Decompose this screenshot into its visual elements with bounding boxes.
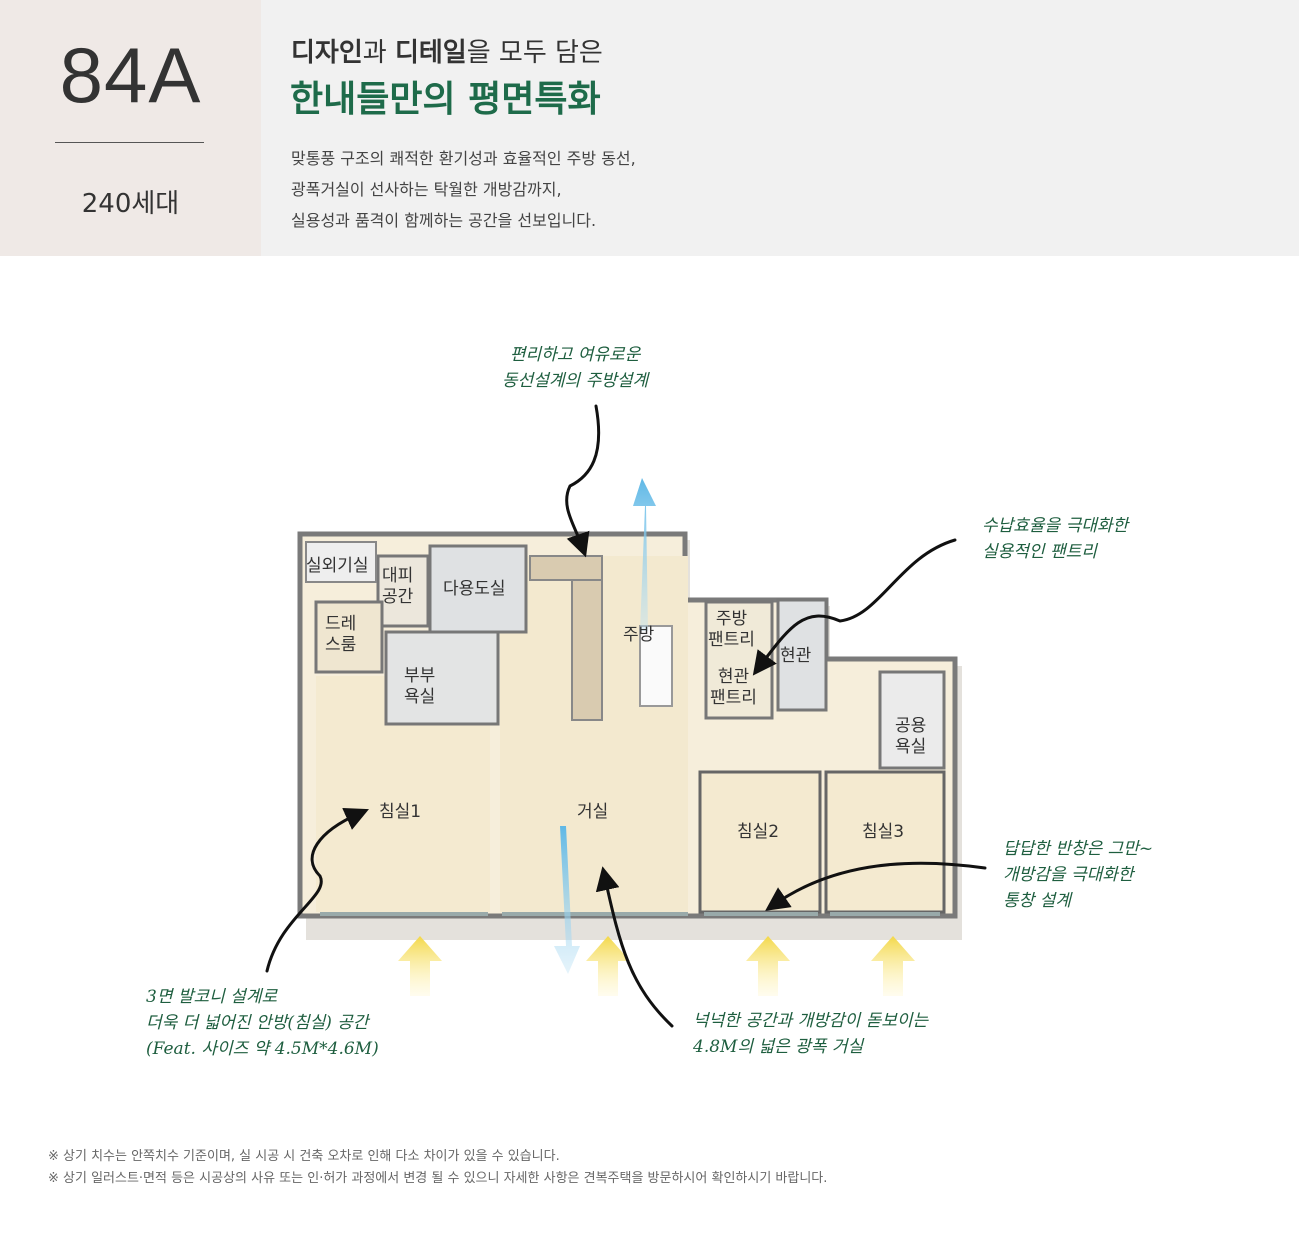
label-bedroom-2: 침실2 [737, 822, 780, 842]
note-pantry: 수납효율을 극대화한 실용적인 팬트리 [982, 516, 1129, 562]
divider [55, 142, 204, 143]
headline-bold-1: 디자인 [291, 38, 363, 68]
footnote: ※ 상기 치수는 안쪽치수 기준이며, 실 시공 시 건축 오차로 인해 다소 … [48, 1149, 560, 1164]
room-dress [314, 600, 384, 674]
room-master-bath [384, 630, 500, 726]
label-entrance-pantry: 현관 팬트리 [710, 667, 757, 708]
note-master-bedroom: 3면 발코니 설계로 더욱 더 넓어진 안방(침실) 공간 (Feat. 사이즈… [146, 987, 379, 1059]
header: 84A 240세대 디자인과 디테일을 모두 담은 한내들만의 평면특화 맞통풍… [0, 0, 1299, 256]
label-common-bath: 공용 욕실 [895, 716, 927, 757]
label-bedroom-3: 침실3 [862, 822, 905, 842]
note-kitchen: 편리하고 여유로운 동선설계의 주방설계 [502, 345, 649, 391]
label-living-room: 거실 [577, 802, 609, 822]
room-evac [376, 554, 430, 628]
ventilation-arrow-up [633, 478, 656, 631]
label-entrance: 현관 [780, 646, 812, 666]
headline-text-1: 과 [362, 38, 395, 68]
headline-text-2: 을 모두 담은 [466, 38, 603, 68]
label-bedroom-1: 침실1 [379, 802, 422, 822]
unit-count: 240세대 [81, 189, 180, 219]
ventilation-arrow-down [554, 826, 580, 974]
unit-type: 84A [59, 31, 202, 119]
room-bed3 [824, 770, 946, 914]
label-master-bath: 부부 욕실 [404, 666, 436, 707]
pointer-arrow-master [265, 807, 369, 973]
room-entrance [776, 598, 828, 712]
footnotes: ※ 상기 치수는 안쪽치수 기준이며, 실 시공 시 건축 오차로 인해 다소 … [48, 1146, 827, 1190]
pointer-arrow-kitchen [565, 404, 601, 558]
headline: 디자인과 디테일을 모두 담은 [291, 32, 603, 69]
subheadline: 한내들만의 평면특화 [290, 79, 601, 120]
room-outdoor [305, 541, 377, 583]
description-line: 실용성과 품격이 함께하는 공간을 선보입니다. [291, 211, 597, 230]
floor-plan: 실외기실 대피 공간 다용도실 드레 스룸 부부 욕실 주방 주방 팬트리 현관… [0, 256, 1299, 1136]
kitchen-counter [529, 555, 603, 581]
dining-table [639, 625, 673, 707]
headline-bold-2: 디테일 [394, 38, 467, 68]
label-evacuation-space: 대피 공간 [382, 566, 414, 607]
note-window: 답답한 반창은 그만~ 개방감을 극대화한 통창 설계 [1003, 839, 1154, 911]
kitchen-island [571, 561, 603, 721]
pointer-arrow-living [595, 866, 674, 1028]
label-outdoor-unit-room: 실외기실 [306, 556, 369, 576]
pointer-arrow-window [765, 861, 987, 911]
description-line: 맞통풍 구조의 쾌적한 환기성과 효율적인 주방 동선, [291, 149, 636, 168]
room-common-bath [878, 670, 946, 770]
label-kitchen-pantry: 주방 팬트리 [708, 609, 755, 650]
description-line: 광폭거실이 선사하는 탁월한 개방감까지, [291, 180, 562, 199]
sunlight-arrows [398, 936, 915, 996]
note-living-room: 넉넉한 공간과 개방감이 돋보이는 4.8M의 넓은 광폭 거실 [693, 1011, 929, 1057]
description: 맞통풍 구조의 쾌적한 환기성과 효율적인 주방 동선, 광폭거실이 선사하는 … [291, 143, 636, 236]
label-utility-room: 다용도실 [443, 579, 506, 599]
type-box: 84A 240세대 [0, 0, 261, 256]
pointer-arrow-pantry [752, 538, 957, 676]
footnote: ※ 상기 일러스트·면적 등은 시공상의 사유 또는 인·허가 과정에서 변경 … [48, 1171, 828, 1186]
floor-plan-drawing [265, 404, 987, 1028]
label-dress-room: 드레 스룸 [325, 614, 357, 655]
label-kitchen: 주방 [623, 625, 655, 645]
